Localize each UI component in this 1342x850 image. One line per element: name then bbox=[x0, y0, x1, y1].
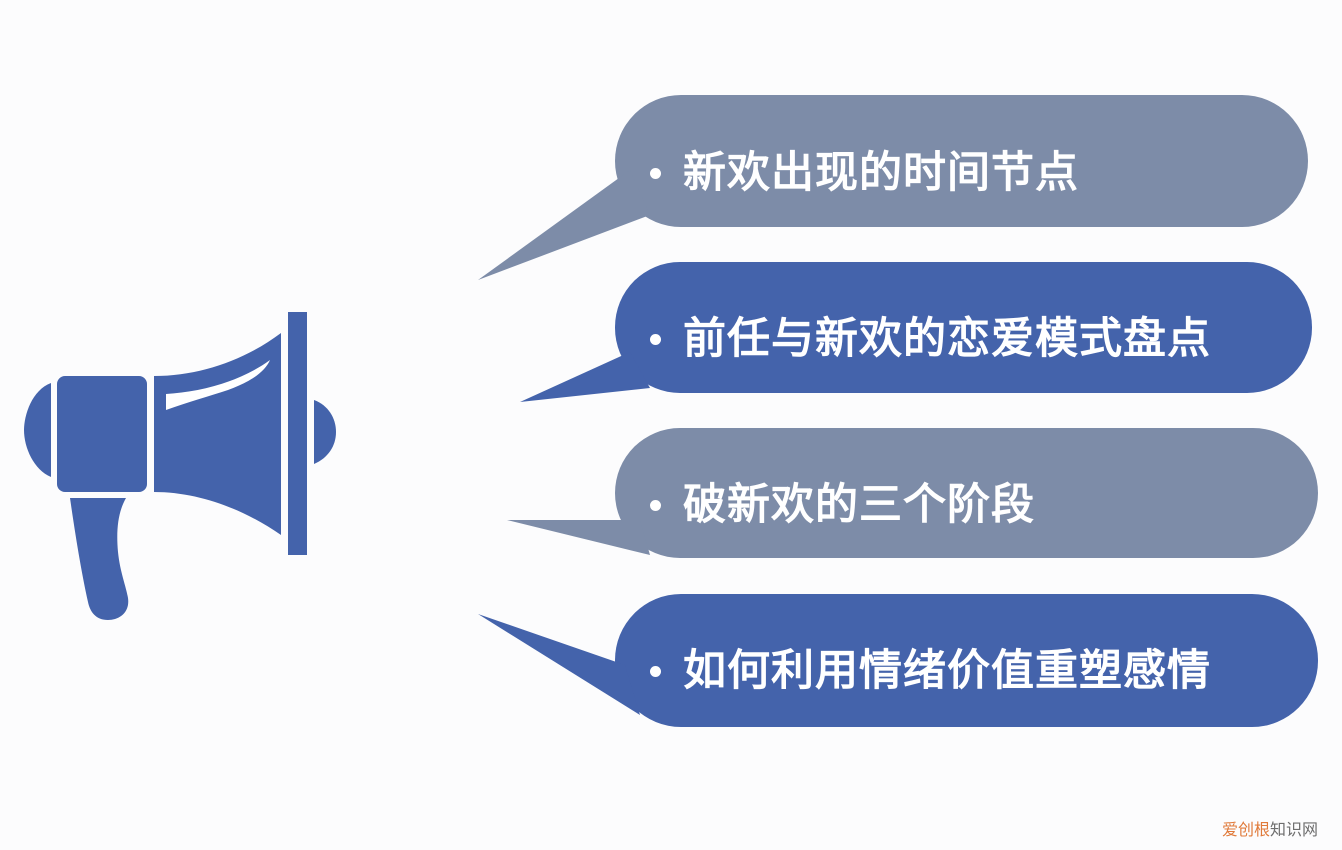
bullet-dot-icon bbox=[650, 168, 661, 179]
bubble-3-label: 破新欢的三个阶段 bbox=[683, 480, 1035, 530]
bullet-dot-icon bbox=[650, 500, 661, 511]
bubble-2-item: 前任与新欢的恋爱模式盘点 bbox=[650, 318, 1211, 361]
bullet-dot-icon bbox=[650, 666, 661, 677]
bubble-2-label: 前任与新欢的恋爱模式盘点 bbox=[683, 314, 1211, 364]
bubble-1-item: 新欢出现的时间节点 bbox=[650, 152, 1079, 195]
megaphone-icon bbox=[24, 312, 336, 620]
bubble-4-shape bbox=[478, 594, 1318, 727]
bubble-3-shape bbox=[507, 428, 1318, 558]
bullet-dot-icon bbox=[650, 334, 661, 345]
bubble-4-item: 如何利用情绪价值重塑感情 bbox=[650, 650, 1211, 693]
bubble-3-item: 破新欢的三个阶段 bbox=[650, 484, 1035, 527]
watermark-brand: 爱创根 bbox=[1221, 820, 1270, 839]
bubble-1-label: 新欢出现的时间节点 bbox=[683, 148, 1079, 198]
bubble-1-shape bbox=[478, 95, 1308, 280]
bubble-4-label: 如何利用情绪价值重塑感情 bbox=[683, 646, 1211, 696]
bubble-2-shape bbox=[520, 262, 1312, 402]
watermark-rest: 知识网 bbox=[1269, 820, 1318, 839]
watermark: 爱创根知识网 bbox=[1222, 816, 1318, 840]
